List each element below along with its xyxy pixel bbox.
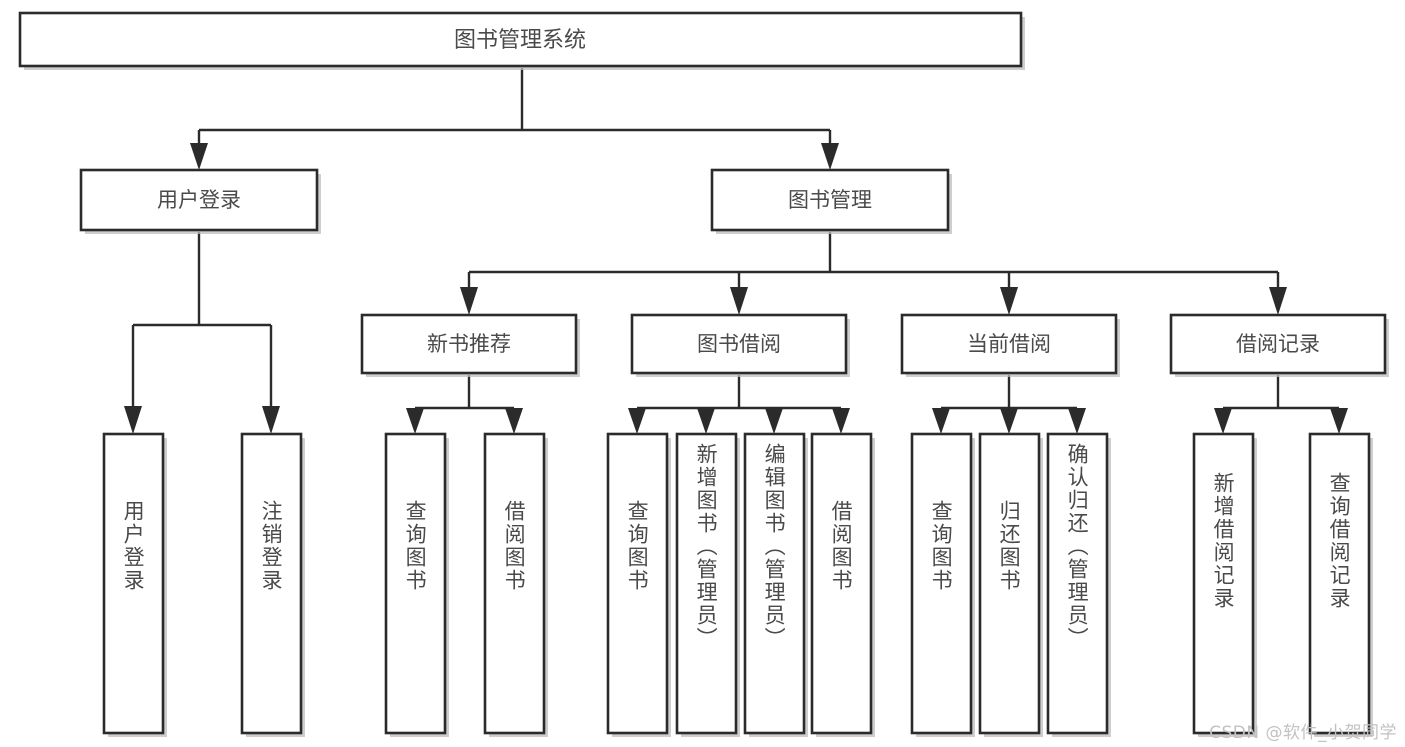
node-new-book-recommend-label: 新书推荐 — [427, 332, 511, 356]
arrow-to-userlogin — [190, 143, 208, 170]
leaf-borrow-record-1-box[interactable] — [1192, 432, 1255, 735]
leaf-book-borrow-1-box[interactable] — [606, 432, 669, 735]
arrow-to-currentborrow — [1000, 287, 1018, 315]
node-root-box[interactable] — [18, 11, 1023, 68]
node-book-borrow-label: 图书借阅 — [697, 332, 781, 356]
leaf-node-borrow-record-2[interactable] — [1308, 432, 1373, 737]
arrow-leaf-currentborrow-1 — [932, 408, 950, 434]
node-current-borrow[interactable]: 当前借阅 — [900, 313, 1120, 377]
node-borrow-record-box[interactable] — [1169, 313, 1387, 375]
leaf-node-current-borrow-1[interactable] — [910, 432, 975, 737]
connector-group-currentborrow — [932, 375, 1086, 434]
connector-group-root — [190, 68, 839, 170]
arrow-leaf-newbook-1 — [406, 408, 424, 434]
arrow-leaf-bookborrow-1 — [628, 408, 646, 434]
arrow-leaf-borrowrecord-1 — [1214, 408, 1232, 434]
arrow-leaf-currentborrow-2 — [1000, 408, 1018, 434]
leaf-node-current-borrow-3[interactable] — [1046, 432, 1111, 737]
connector-group-newbook — [406, 375, 523, 434]
leaf-current-borrow-3-box[interactable] — [1046, 432, 1109, 735]
node-user-login-box[interactable] — [79, 168, 319, 232]
node-user-login[interactable]: 用户登录 — [79, 168, 321, 234]
leaf-node-book-borrow-4[interactable] — [810, 432, 875, 737]
connector-group-userlogin — [124, 232, 280, 434]
arrow-to-borrowrecord — [1269, 287, 1287, 315]
node-borrow-record-label: 借阅记录 — [1236, 332, 1320, 356]
node-new-book-recommend[interactable]: 新书推荐 — [360, 313, 580, 377]
leaf-new-book-1-box[interactable] — [384, 432, 447, 735]
node-root-label: 图书管理系统 — [454, 28, 586, 53]
leaf-node-user-login-2[interactable] — [240, 432, 305, 737]
leaf-node-book-borrow-1[interactable] — [606, 432, 671, 737]
leaf-node-book-borrow-3[interactable] — [743, 432, 808, 737]
leaf-node-new-book-1[interactable] — [384, 432, 449, 737]
arrow-to-bookmgmt — [821, 143, 839, 170]
leaf-node-borrow-record-1[interactable] — [1192, 432, 1257, 737]
node-borrow-record[interactable]: 借阅记录 — [1169, 313, 1389, 377]
node-root[interactable]: 图书管理系统 — [18, 11, 1025, 70]
arrow-leaf-bookborrow-3 — [765, 408, 783, 434]
connector-group-borrowrecord — [1214, 375, 1348, 434]
arrow-leaf-bookborrow-2 — [697, 408, 715, 434]
node-book-borrow-box[interactable] — [630, 313, 848, 375]
node-book-management-box[interactable] — [710, 168, 950, 232]
arrow-leaf-userlogin-1 — [124, 406, 142, 434]
leaf-book-borrow-3-box[interactable] — [743, 432, 806, 735]
leaf-book-borrow-2-box[interactable] — [675, 432, 738, 735]
node-book-management-label: 图书管理 — [788, 188, 872, 212]
leaf-node-current-borrow-2[interactable] — [978, 432, 1043, 737]
arrow-leaf-currentborrow-3 — [1068, 408, 1086, 434]
arrow-to-bookborrow — [730, 287, 748, 315]
leaf-node-book-borrow-2[interactable] — [675, 432, 740, 737]
node-book-management[interactable]: 图书管理 — [710, 168, 952, 234]
arrow-to-newbook — [460, 287, 478, 315]
connector-group-bookmgmt — [460, 232, 1287, 315]
leaf-current-borrow-1-box[interactable] — [910, 432, 973, 735]
arrow-leaf-bookborrow-4 — [832, 408, 850, 434]
leaf-node-user-login-1[interactable] — [102, 432, 167, 737]
leaf-book-borrow-4-box[interactable] — [810, 432, 873, 735]
connector-group-bookborrow — [628, 375, 850, 434]
node-new-book-recommend-box[interactable] — [360, 313, 578, 375]
node-book-borrow[interactable]: 图书借阅 — [630, 313, 850, 377]
leaf-node-new-book-2[interactable] — [483, 432, 548, 737]
arrow-leaf-newbook-2 — [505, 408, 523, 434]
node-user-login-label: 用户登录 — [157, 188, 241, 212]
node-current-borrow-box[interactable] — [900, 313, 1118, 375]
csdn-watermark: CSDN @软件_小贺同学 — [1209, 723, 1397, 743]
leaf-borrow-record-2-box[interactable] — [1308, 432, 1371, 735]
leaf-new-book-2-box[interactable] — [483, 432, 546, 735]
leaf-current-borrow-2-box[interactable] — [978, 432, 1041, 735]
arrow-leaf-borrowrecord-2 — [1330, 408, 1348, 434]
leaf-user-login-2-box[interactable] — [240, 432, 303, 735]
node-current-borrow-label: 当前借阅 — [967, 332, 1051, 356]
leaf-user-login-1-box[interactable] — [102, 432, 165, 735]
arrow-leaf-userlogin-2 — [262, 406, 280, 434]
